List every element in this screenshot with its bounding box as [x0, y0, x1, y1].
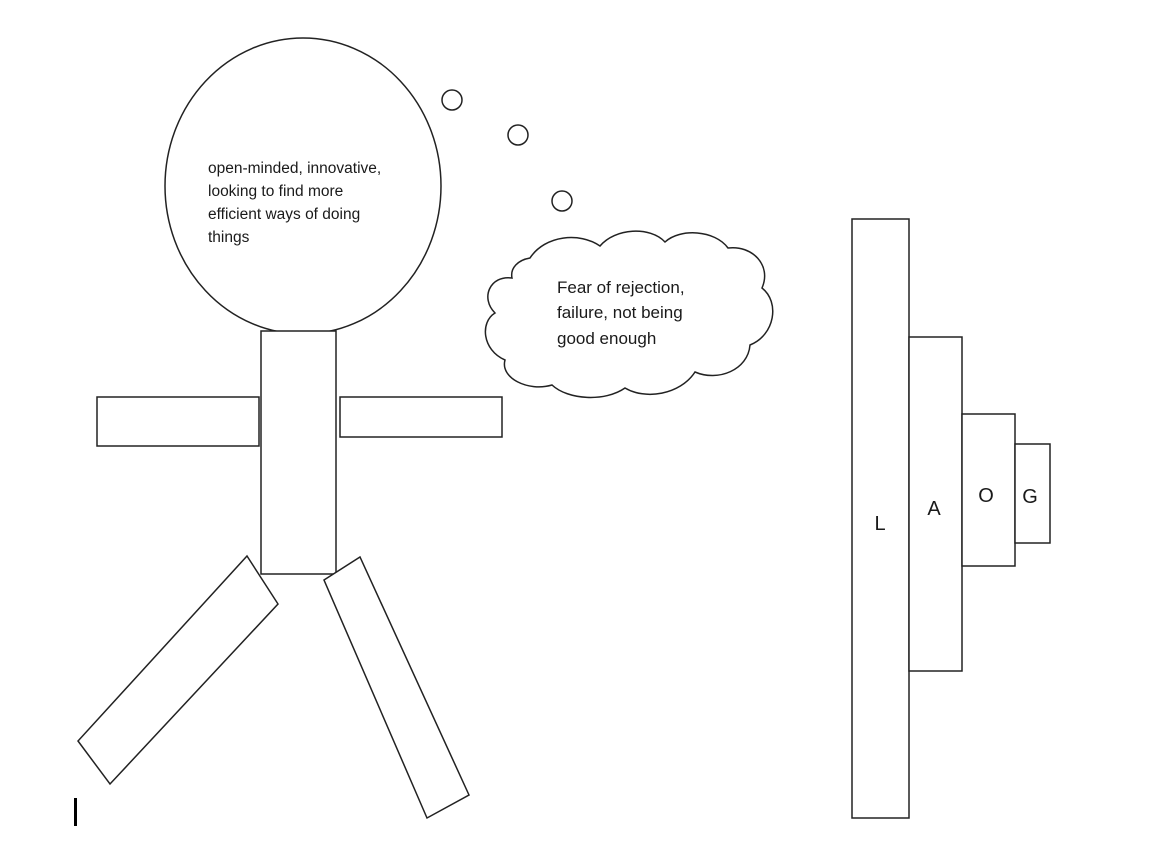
- thought-bubble-small: [441, 89, 463, 111]
- goal-box-a: [908, 336, 963, 672]
- figure-left-arm: [96, 396, 260, 447]
- thought-bubble-small: [551, 190, 573, 212]
- goal-box-g: [1014, 443, 1051, 544]
- goal-box-letter-g: G: [1022, 486, 1038, 508]
- figure-torso: [260, 330, 337, 575]
- cloud-text: Fear of rejection, failure, not being go…: [557, 278, 689, 348]
- cloud-text-line: Fear of rejection,: [557, 278, 685, 297]
- cloud-shape: [484, 230, 774, 399]
- thought-bubble-small: [507, 124, 529, 146]
- thought-cloud: Fear of rejection, failure, not being go…: [484, 230, 774, 399]
- figure-right-leg: [323, 555, 470, 820]
- stick-figure: open-minded, innovative, looking to find…: [77, 37, 503, 820]
- figure-left-leg: [77, 554, 279, 786]
- goal-box-letter-a: A: [927, 498, 941, 520]
- head-text-line: open-minded, innovative,: [208, 160, 381, 177]
- thought-bubbles: [441, 89, 573, 212]
- head-text: open-minded, innovative, looking to find…: [208, 160, 386, 246]
- goal-box-o: [961, 413, 1016, 567]
- goal-box-letter-l: L: [874, 513, 885, 535]
- goal-boxes: L A O G: [851, 218, 1051, 819]
- head-text-line: looking to find more: [208, 183, 343, 200]
- cloud-text-line: good enough: [557, 329, 656, 348]
- goal-box-letter-o: O: [978, 485, 994, 507]
- text-cursor: [74, 798, 77, 826]
- head-text-line: things: [208, 229, 250, 246]
- head-text-line: efficient ways of doing: [208, 206, 360, 223]
- figure-right-arm: [339, 396, 503, 438]
- goal-box-l: [851, 218, 910, 819]
- cloud-text-line: failure, not being: [557, 303, 683, 322]
